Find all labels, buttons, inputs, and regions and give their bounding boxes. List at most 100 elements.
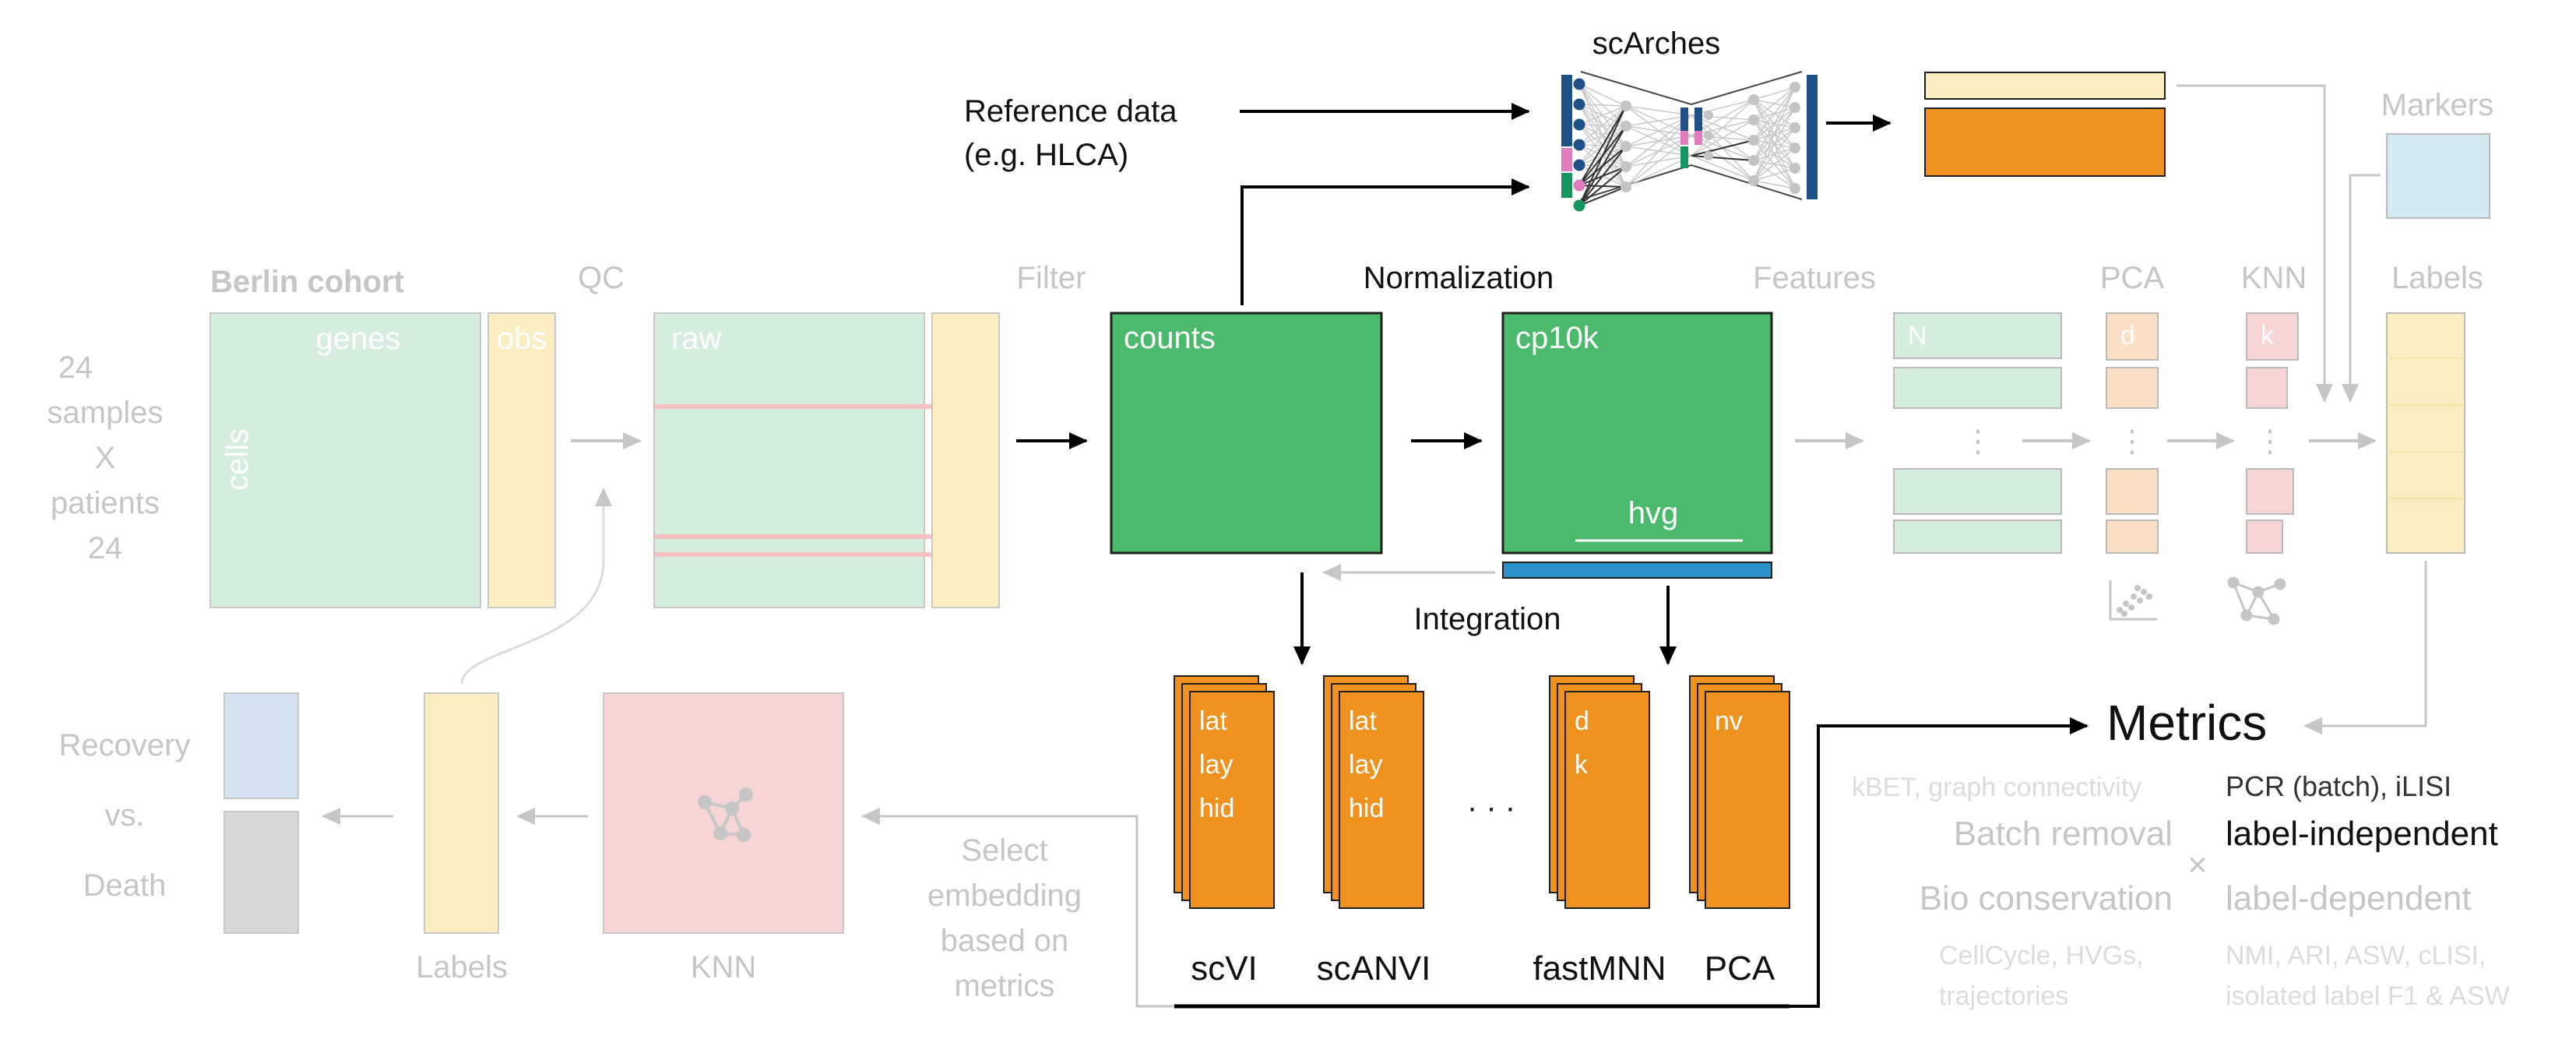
method-param: k	[1575, 750, 1589, 780]
integration-ellipsis: · · ·	[1467, 791, 1515, 825]
reference-section: Reference data (e.g. HLCA) scArches	[964, 26, 1720, 305]
times-label: X	[95, 441, 116, 475]
raw-label: raw	[671, 322, 722, 356]
method-name: scANVI	[1317, 949, 1431, 988]
feature-row	[1893, 312, 2062, 359]
method-param: nv	[1715, 706, 1743, 736]
markers-label: Markers	[2381, 88, 2493, 122]
knn-row	[2246, 312, 2299, 361]
knn-graph-box	[603, 692, 844, 934]
method-param: lat	[1199, 706, 1227, 736]
select-section: Select embedding based on metrics	[927, 833, 1082, 1003]
labels-column	[2386, 312, 2465, 554]
metrics-section: Metrics kBET, graph connectivity Batch r…	[1852, 695, 2510, 1011]
death-label: Death	[83, 868, 167, 903]
label-dependent-label: label-dependent	[2226, 879, 2472, 917]
count-matrix	[209, 312, 481, 608]
knn-row	[2246, 367, 2288, 409]
bottom-labels-column	[424, 692, 499, 934]
samples-count: 24	[58, 350, 93, 385]
cells-label: cells	[220, 428, 255, 491]
normalization-label: Normalization	[1364, 261, 1554, 295]
bio-metrics-line2: trajectories	[1939, 981, 2068, 1011]
method-param: lat	[1349, 706, 1377, 736]
graph-icon	[2227, 576, 2286, 625]
pca-row	[2106, 468, 2159, 515]
pca-d-label: d	[2120, 321, 2135, 350]
filter-section: Filter counts	[1017, 261, 1383, 555]
scarches-label: scArches	[1592, 26, 1721, 61]
integration-methods: latlayhidscVIlatlayhidscANVIdkfastMNNnvP…	[1174, 675, 1790, 988]
recovery-label: Recovery	[59, 728, 191, 762]
arrow-select-embedding	[861, 808, 1174, 1008]
arrow-output-labels	[2177, 84, 2333, 403]
cross-symbol: ×	[2187, 846, 2208, 884]
arrow-integration-metrics	[1789, 717, 2089, 1008]
method-name: scVI	[1191, 949, 1258, 988]
metrics-title: Metrics	[2106, 695, 2267, 751]
bio-metrics-line1: CellCycle, HVGs,	[1939, 941, 2144, 970]
features-section: Features N ⋮	[1753, 261, 2062, 554]
recovery-box	[223, 692, 299, 799]
arrow-markers-labels	[2342, 174, 2381, 403]
pca-dots: ⋮	[2117, 424, 2148, 459]
method-param: hid	[1349, 794, 1384, 823]
vs-label: vs.	[104, 798, 144, 833]
cohort-section: 24 samples X patients 24 Berlin cohort g…	[48, 265, 556, 608]
labels-label: Labels	[2391, 261, 2483, 295]
pca-row	[2106, 367, 2159, 409]
reference-line2: (e.g. HLCA)	[964, 138, 1128, 172]
batch-removal-label: Batch removal	[1954, 815, 2173, 853]
pca-section: PCA d ⋮	[2100, 261, 2164, 621]
counts-matrix	[1110, 312, 1383, 555]
method-name: fastMNN	[1533, 949, 1666, 988]
patients-count: 24	[88, 531, 123, 565]
method-card	[1339, 691, 1424, 909]
features-dots: ⋮	[1962, 424, 1994, 459]
feature-row	[1893, 367, 2062, 409]
qc-obs-matrix	[931, 312, 1000, 608]
genes-label: genes	[316, 322, 401, 356]
label-dependent-metrics-2: isolated label F1 & ASW	[2226, 981, 2510, 1011]
normalization-section: Normalization cp10k hvg	[1364, 261, 1773, 579]
arrow-labels-metrics	[2303, 561, 2427, 734]
select-line2: embedding	[927, 879, 1082, 913]
method-card	[1189, 691, 1275, 909]
knn-dots: ⋮	[2254, 424, 2286, 459]
method-param: lay	[1349, 750, 1382, 780]
cohort-title: Berlin cohort	[210, 265, 404, 299]
select-line3: based on	[941, 924, 1069, 958]
label-independent-label: label-independent	[2226, 815, 2498, 853]
reference-line1: Reference data	[964, 94, 1177, 129]
knn-k-label: k	[2261, 321, 2275, 350]
graph-icon	[698, 787, 753, 842]
obs-matrix	[487, 312, 556, 608]
scarches-network-icon	[1561, 71, 1818, 212]
hvg-subset-bar	[1502, 562, 1772, 579]
markers-box	[2386, 133, 2490, 219]
feature-row	[1893, 519, 2062, 554]
arrow-labels-qc	[460, 488, 612, 685]
qc-section: QC raw	[578, 261, 1000, 608]
select-line1: Select	[961, 833, 1047, 868]
batch-metrics-list: kBET, graph connectivity	[1852, 773, 2141, 802]
scatter-icon	[2109, 580, 2157, 621]
raw-matrix	[653, 312, 925, 608]
method-param: lay	[1199, 750, 1233, 780]
label-dependent-metrics-1: NMI, ARI, ASW, cLISI,	[2226, 941, 2486, 970]
method-param: d	[1575, 706, 1589, 736]
knn-label: KNN	[2241, 261, 2307, 295]
qc-label: QC	[578, 261, 625, 295]
select-line4: metrics	[955, 969, 1055, 1003]
feature-row	[1893, 468, 2062, 515]
features-label: Features	[1753, 261, 1876, 295]
labels-section: Labels	[2386, 261, 2483, 554]
bottom-labels-label: Labels	[416, 950, 508, 984]
pca-row	[2106, 519, 2159, 554]
knn-row	[2246, 468, 2294, 515]
patients-label: patients	[51, 486, 160, 520]
obs-label: obs	[497, 322, 547, 356]
samples-label: samples	[48, 396, 164, 430]
